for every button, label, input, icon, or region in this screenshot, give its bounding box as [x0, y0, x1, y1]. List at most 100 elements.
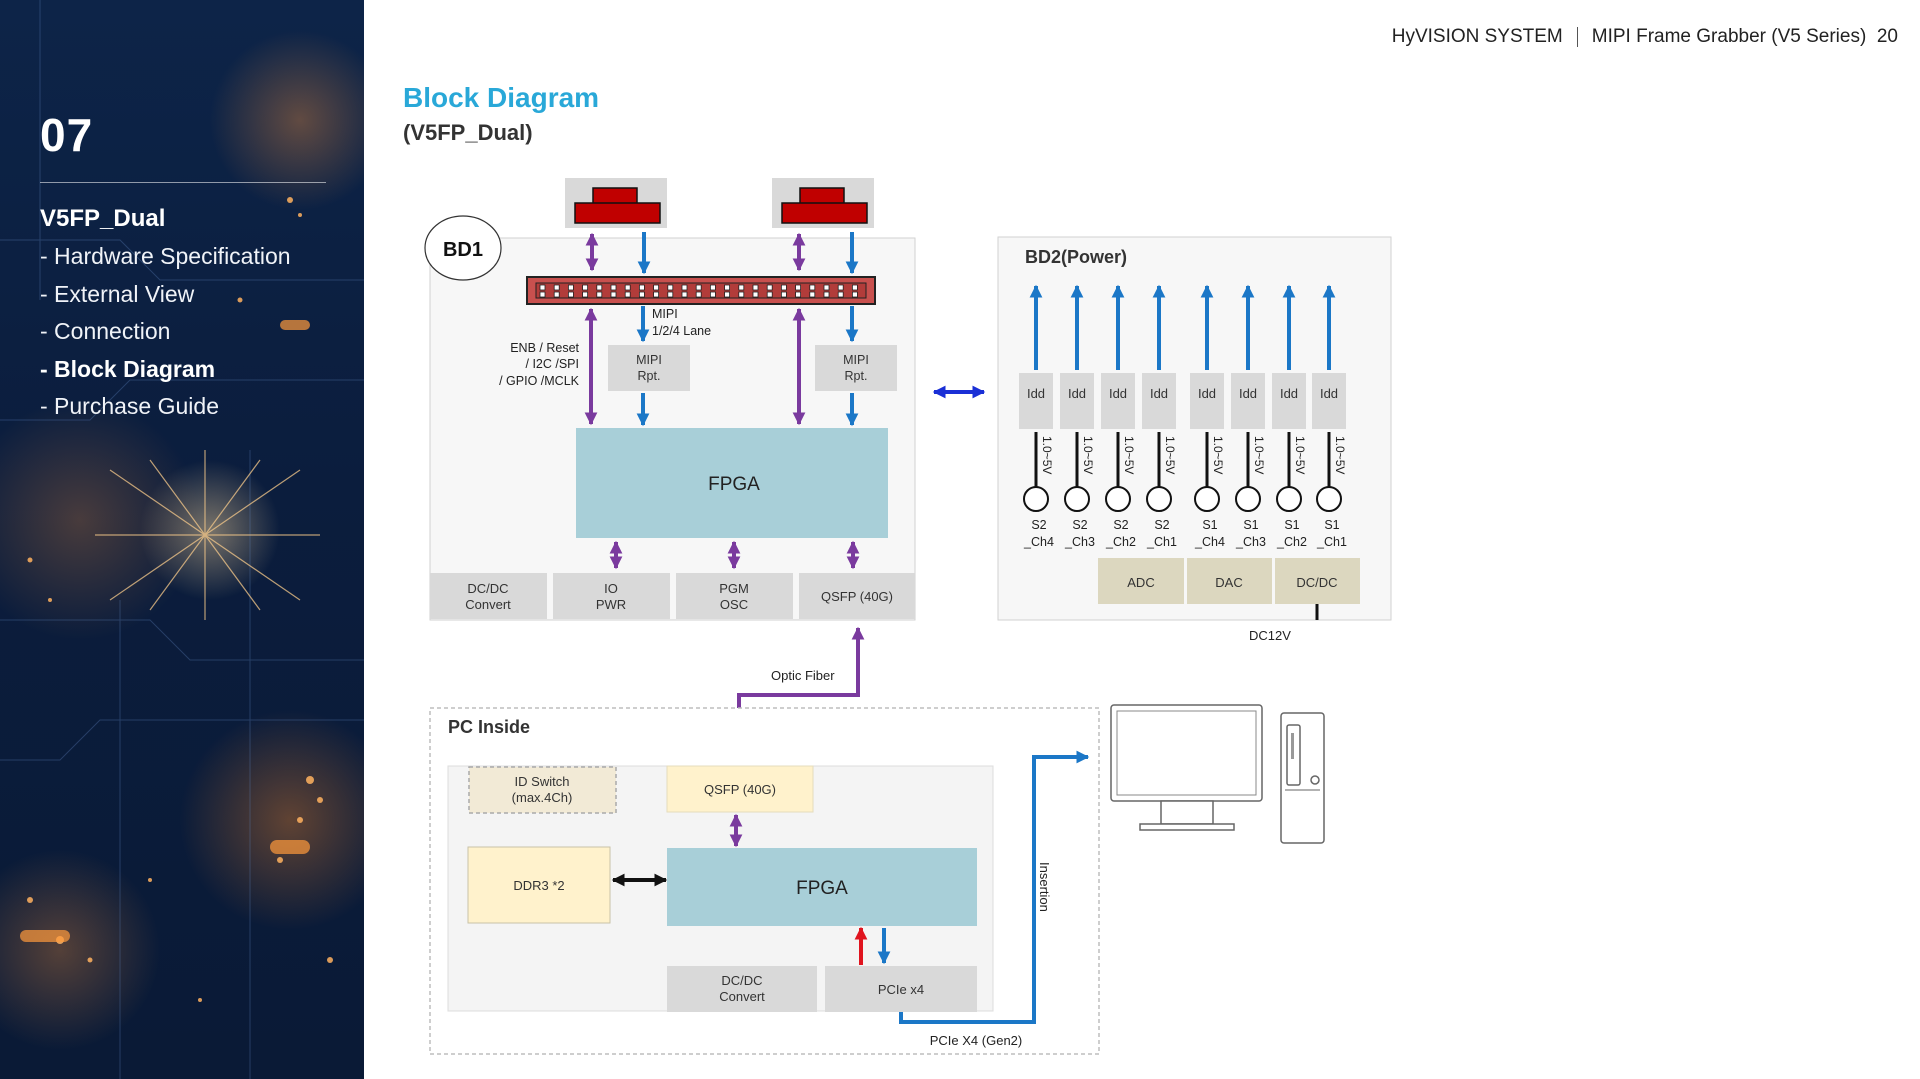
channel-label-bottom: _Ch3	[1064, 535, 1095, 549]
connector-pin	[766, 291, 773, 298]
idd-label: Idd	[1239, 386, 1257, 401]
channel-label-top: S2	[1072, 518, 1087, 532]
channel-label-top: S1	[1324, 518, 1339, 532]
connector-pin	[582, 284, 588, 291]
connector-pin	[639, 284, 645, 291]
connector-pin	[809, 284, 816, 291]
connector-pin	[724, 291, 730, 298]
voltage-label: 1.0~5V	[1333, 436, 1347, 474]
connector-pin	[752, 291, 759, 298]
pin-header-connector	[526, 276, 876, 305]
idd-label: Idd	[1150, 386, 1168, 401]
dac-box	[1187, 558, 1272, 604]
voltage-label: 1.0~5V	[1040, 436, 1054, 474]
pc-inside: PC Inside ID Switch (max.4Ch) QSFP (40G)…	[429, 707, 1100, 1055]
idd-box	[1231, 373, 1265, 429]
pc-inside-label: PC Inside	[448, 717, 530, 737]
page-title: Block Diagram	[403, 82, 600, 113]
idd-label: Idd	[1320, 386, 1338, 401]
idd-box	[1272, 373, 1306, 429]
connector-pin	[610, 291, 617, 298]
dc12v-label: DC12V	[1249, 628, 1291, 643]
bd1-io-label: IO	[604, 581, 618, 596]
mipi-note: MIPI	[652, 307, 678, 321]
document-title: MIPI Frame Grabber (V5 Series)	[1591, 26, 1867, 47]
desktop-pc-icon	[1110, 704, 1325, 844]
bd1-io-box	[553, 573, 670, 619]
idd-label: Idd	[1068, 386, 1086, 401]
section-number: 07	[40, 109, 94, 161]
id-switch-label: ID Switch	[515, 774, 570, 789]
connector-pin	[596, 291, 603, 298]
mipi-repeater-left	[608, 345, 690, 391]
brand-name: HyVISION SYSTEM	[1391, 26, 1563, 47]
bd1-io-label2: PWR	[596, 597, 626, 612]
menu-item-block-diagram[interactable]: - Block Diagram	[40, 355, 216, 382]
connector-pin	[653, 291, 659, 298]
connector-pin	[624, 291, 631, 298]
mipi-repeater-right-label2: Rpt.	[845, 369, 868, 383]
connector-pin	[582, 291, 588, 298]
bd1-pgm-label: PGM	[719, 581, 749, 596]
pc-qsfp-label: QSFP (40G)	[704, 782, 776, 797]
menu-item-connection[interactable]: - Connection	[40, 318, 171, 344]
menu-title[interactable]: V5FP_Dual	[40, 205, 166, 232]
voltage-label: 1.0~5V	[1122, 436, 1136, 474]
channel-label-top: S2	[1031, 518, 1046, 532]
bd1-pgm-label2: OSC	[720, 597, 748, 612]
idd-label: Idd	[1109, 386, 1127, 401]
connector-pin	[568, 291, 574, 298]
connector-pin	[781, 291, 787, 298]
pc-qsfp-box	[666, 765, 814, 813]
channel-label-bottom: _Ch3	[1235, 535, 1266, 549]
section-divider	[40, 182, 326, 183]
section-menu: V5FP_Dual - Hardware Specification - Ext…	[40, 200, 291, 426]
connector-pin	[539, 291, 546, 298]
connector-pin	[624, 284, 631, 291]
connector-pin	[710, 284, 716, 291]
menu-item-purchase-guide[interactable]: - Purchase Guide	[40, 393, 219, 419]
idd-box	[1142, 373, 1176, 429]
pcie-link	[899, 750, 1090, 1024]
connector-pin	[809, 291, 816, 298]
bd1-fpga-label: FPGA	[708, 474, 760, 495]
voltage-label: 1.0~5V	[1163, 436, 1177, 474]
connector-pin	[653, 284, 659, 291]
bd1-pgm-box	[676, 573, 793, 619]
channel-label-top: S1	[1284, 518, 1299, 532]
channel-label-bottom: _Ch1	[1146, 535, 1177, 549]
bd1-qsfp-label: QSFP (40G)	[821, 589, 893, 604]
menu-item-external-view[interactable]: - External View	[40, 280, 195, 307]
bd1-dcdc-box	[430, 573, 547, 619]
connector-pin	[823, 284, 830, 291]
channel-label-top: S1	[1202, 518, 1217, 532]
mipi-repeater-left-label: MIPI	[636, 353, 662, 367]
mipi-repeater-left-label2: Rpt.	[638, 369, 661, 383]
channel-terminal	[1105, 486, 1131, 512]
page-subtitle: (V5FP_Dual)	[403, 120, 533, 145]
voltage-label: 1.0~5V	[1081, 436, 1095, 474]
connector-pin	[781, 284, 787, 291]
channel-label-bottom: _Ch4	[1194, 535, 1225, 549]
bd1-board: BD1 MIPI Rpt. MIPI Rpt.	[424, 178, 916, 621]
channel-terminal	[1146, 486, 1172, 512]
page-number: 20	[1876, 26, 1898, 47]
channel-label-bottom: _Ch1	[1316, 535, 1347, 549]
idd-box	[1060, 373, 1094, 429]
pc-fpga	[667, 848, 977, 926]
connector-pin	[539, 284, 546, 291]
idd-label: Idd	[1198, 386, 1216, 401]
insertion-label: Insertion	[1037, 862, 1052, 912]
connector-pin	[553, 284, 560, 291]
voltage-label: 1.0~5V	[1293, 436, 1307, 474]
connector-pin	[695, 291, 702, 298]
bd2-dcdc-box	[1275, 558, 1360, 604]
connector-pin	[639, 291, 645, 298]
mipi-repeater-right	[815, 345, 897, 391]
camera-connector-right	[772, 178, 874, 228]
sidebar: 07 V5FP_Dual - Hardware Specification - …	[0, 0, 364, 1079]
menu-item-hardware-specification[interactable]: - Hardware Specification	[40, 243, 291, 269]
connector-pin	[695, 284, 702, 291]
connector-pin	[681, 284, 688, 291]
pc-dcdc-label2: Convert	[719, 989, 765, 1004]
